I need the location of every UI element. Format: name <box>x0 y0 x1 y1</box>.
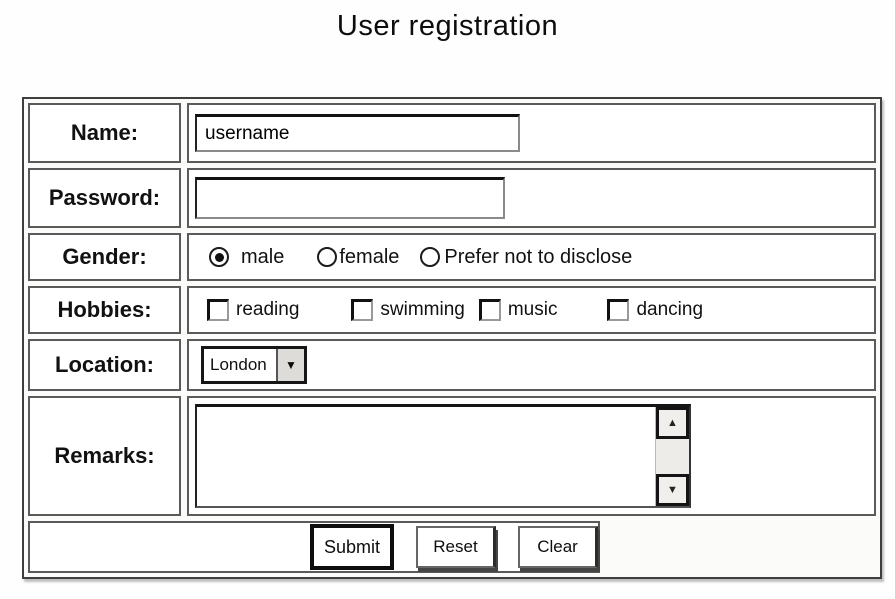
checkbox-dancing-icon[interactable] <box>607 299 630 321</box>
checkbox-reading-icon[interactable] <box>207 299 229 321</box>
form-row-gender: Gender: male female Prefer not to disclo… <box>28 233 876 281</box>
gender-label: Gender: <box>62 244 147 269</box>
hobby-option-dancing[interactable]: dancing <box>607 299 703 321</box>
password-input[interactable] <box>195 177 505 219</box>
scrollbar-track[interactable] <box>656 439 689 474</box>
location-field-cell: London ▼ <box>187 339 876 391</box>
gender-prefer-label: Prefer not to disclose <box>444 245 633 268</box>
radio-female-icon[interactable] <box>317 247 338 267</box>
gender-female-label: female <box>339 245 400 268</box>
scroll-down-button[interactable]: ▼ <box>656 474 689 506</box>
location-label: Location: <box>55 352 154 377</box>
name-field-cell <box>187 103 876 163</box>
hobby-dancing-label: dancing <box>636 299 704 320</box>
remarks-scrollbar[interactable]: ▲ ▼ <box>655 407 689 506</box>
scroll-down-icon: ▼ <box>667 484 678 496</box>
clear-button[interactable]: Clear <box>518 526 598 568</box>
page-title: User registration <box>336 10 559 42</box>
dropdown-arrow-icon[interactable]: ▼ <box>276 349 304 381</box>
password-label-cell: Password: <box>28 168 181 228</box>
submit-button[interactable]: Submit <box>310 524 394 570</box>
scroll-up-button[interactable]: ▲ <box>656 407 689 439</box>
scroll-up-icon: ▲ <box>667 417 678 429</box>
location-label-cell: Location: <box>28 339 181 391</box>
remarks-field-cell: ▲ ▼ <box>187 396 876 516</box>
form-row-location: Location: London ▼ <box>28 339 876 391</box>
form-row-buttons: Submit Reset Clear <box>28 521 876 573</box>
checkbox-music-icon[interactable] <box>478 299 501 321</box>
hobbies-field-cell: reading swimming music dancing <box>187 286 876 334</box>
hobbies-options: reading swimming music dancing <box>195 299 703 321</box>
name-label: Name: <box>70 120 139 145</box>
hobby-swimming-label: swimming <box>380 299 465 320</box>
gender-option-male[interactable]: male <box>209 246 284 269</box>
hobby-option-swimming[interactable]: swimming <box>351 299 465 321</box>
gender-options: male female Prefer not to disclose <box>195 246 632 269</box>
form-row-hobbies: Hobbies: reading swimming music danc <box>28 286 876 334</box>
hobbies-label-cell: Hobbies: <box>28 286 181 334</box>
remarks-label: Remarks: <box>54 443 155 468</box>
hobby-option-music[interactable]: music <box>478 299 558 321</box>
remarks-label-cell: Remarks: <box>28 396 181 516</box>
form-row-remarks: Remarks: ▲ ▼ <box>28 396 876 516</box>
gender-field-cell: male female Prefer not to disclose <box>187 233 876 281</box>
gender-option-female[interactable]: female <box>317 246 399 269</box>
password-field-cell <box>187 168 876 228</box>
location-selected-value: London <box>210 355 267 374</box>
hobby-music-label: music <box>507 299 558 320</box>
radio-prefer-icon[interactable] <box>420 247 441 267</box>
checkbox-swimming-icon[interactable] <box>351 299 374 321</box>
form-row-name: Name: <box>28 103 876 163</box>
password-label: Password: <box>48 185 161 210</box>
remarks-textarea[interactable]: ▲ ▼ <box>195 404 691 508</box>
gender-male-label: male <box>241 245 285 268</box>
radio-male-icon[interactable] <box>209 247 229 267</box>
hobbies-label: Hobbies: <box>57 297 152 322</box>
form-row-password: Password: <box>28 168 876 228</box>
location-select[interactable]: London ▼ <box>201 346 307 384</box>
name-input[interactable] <box>195 114 520 152</box>
registration-form-table: Name: Password: Gender: male <box>22 97 882 579</box>
hobby-reading-label: reading <box>236 299 300 320</box>
buttons-cell: Submit Reset Clear <box>28 521 600 573</box>
reset-button[interactable]: Reset <box>416 526 496 568</box>
hobby-option-reading[interactable]: reading <box>207 299 299 321</box>
gender-label-cell: Gender: <box>28 233 181 281</box>
gender-option-prefer-not-to-disclose[interactable]: Prefer not to disclose <box>420 246 632 269</box>
remarks-textarea-content[interactable] <box>197 407 655 506</box>
name-label-cell: Name: <box>28 103 181 163</box>
